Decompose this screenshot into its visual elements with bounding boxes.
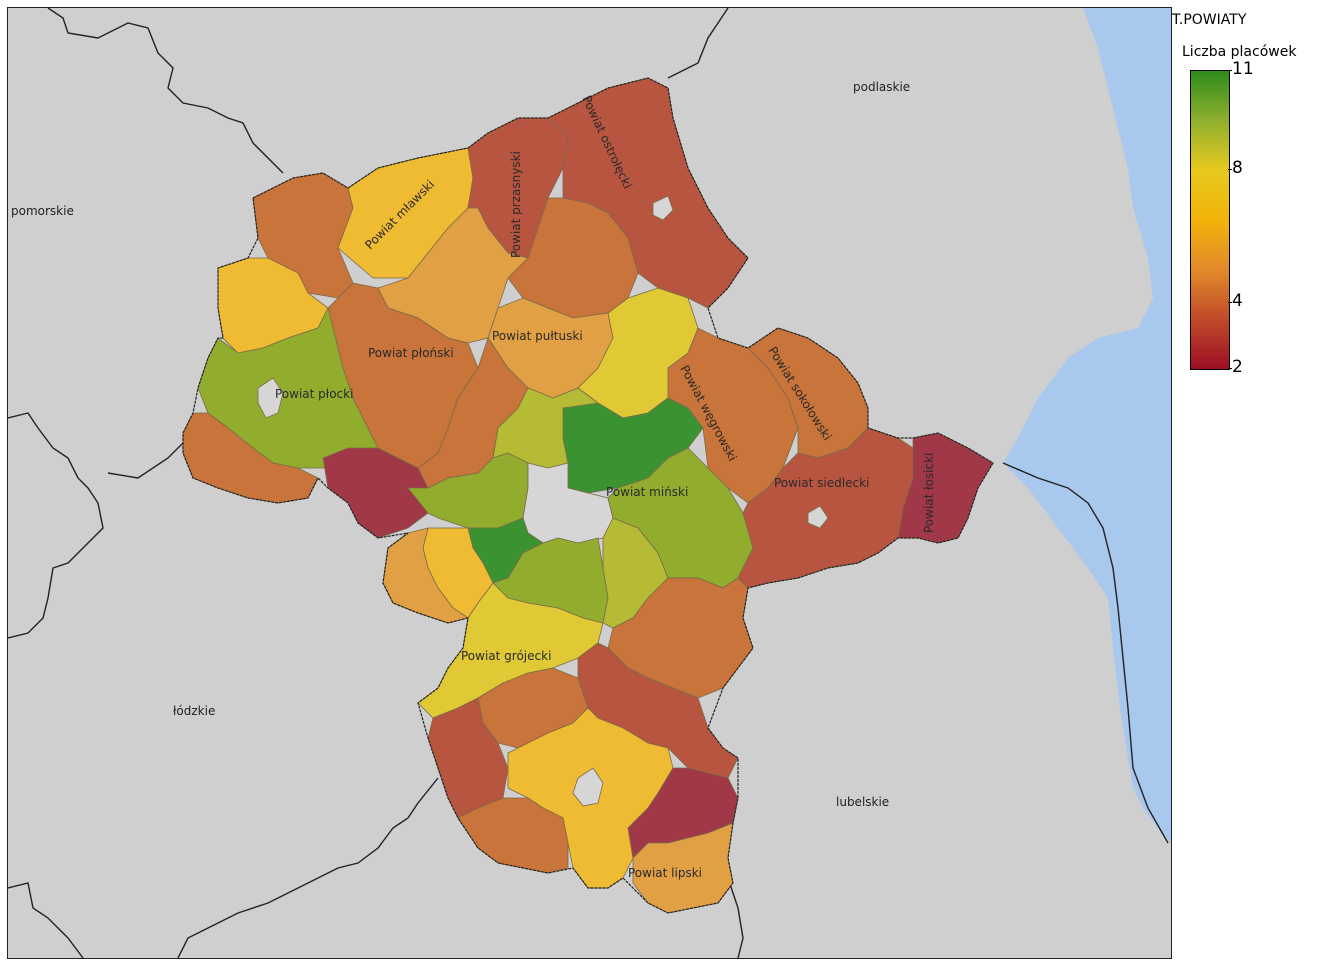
label-plocki: Powiat płocki — [275, 387, 353, 401]
label-lubelskie: lubelskie — [836, 795, 889, 809]
city-ostroleka — [652, 195, 674, 221]
city-plock — [257, 377, 284, 419]
legend-color-ramp — [1190, 70, 1230, 370]
legend: T.POWIATY Liczba placówek 11 8 4 2 — [1172, 8, 1332, 428]
neighbour-boundaries — [8, 8, 1169, 958]
county-zyrardowski[interactable] — [382, 527, 469, 624]
water-area — [1003, 8, 1171, 843]
legend-title: T.POWIATY — [1172, 12, 1247, 28]
counties-layer — [182, 77, 994, 914]
legend-tick-mark — [1228, 368, 1232, 369]
label-pultuski: Powiat pułtuski — [492, 329, 583, 343]
legend-tick-mark — [1228, 70, 1232, 71]
county-losicki[interactable] — [897, 432, 994, 544]
label-minski: Powiat miński — [606, 485, 688, 499]
label-grojecki: Powiat grójecki — [461, 649, 551, 663]
legend-tick-label: 4 — [1232, 290, 1243, 311]
legend-tick-label: 2 — [1232, 357, 1243, 377]
label-pomorskie: pomorskie — [11, 204, 74, 218]
map-canvas[interactable]: podlaskie pomorskie łódzkie lubelskie Po… — [8, 8, 1171, 958]
map-frame[interactable]: podlaskie pomorskie łódzkie lubelskie Po… — [7, 7, 1172, 959]
legend-subtitle: Liczba placówek — [1182, 44, 1297, 60]
city-siedlce — [807, 505, 829, 529]
city-radom — [572, 767, 604, 807]
label-podlaskie: podlaskie — [853, 80, 910, 94]
label-lodzkie: łódzkie — [173, 704, 215, 718]
legend-tick-label: 8 — [1232, 158, 1243, 179]
label-siedlecki: Powiat siedlecki — [774, 476, 869, 490]
legend-tick-label: 11 — [1232, 59, 1254, 79]
label-przasnyski: Powiat przasnyski — [509, 151, 523, 258]
label-plonski: Powiat płoński — [368, 346, 454, 360]
label-lipski: Powiat lipski — [628, 866, 702, 880]
voivodeship-border — [182, 77, 994, 914]
legend-tick-mark — [1228, 169, 1232, 171]
label-losicki: Powiat łosicki — [922, 453, 936, 533]
legend-tick-mark — [1228, 301, 1232, 303]
